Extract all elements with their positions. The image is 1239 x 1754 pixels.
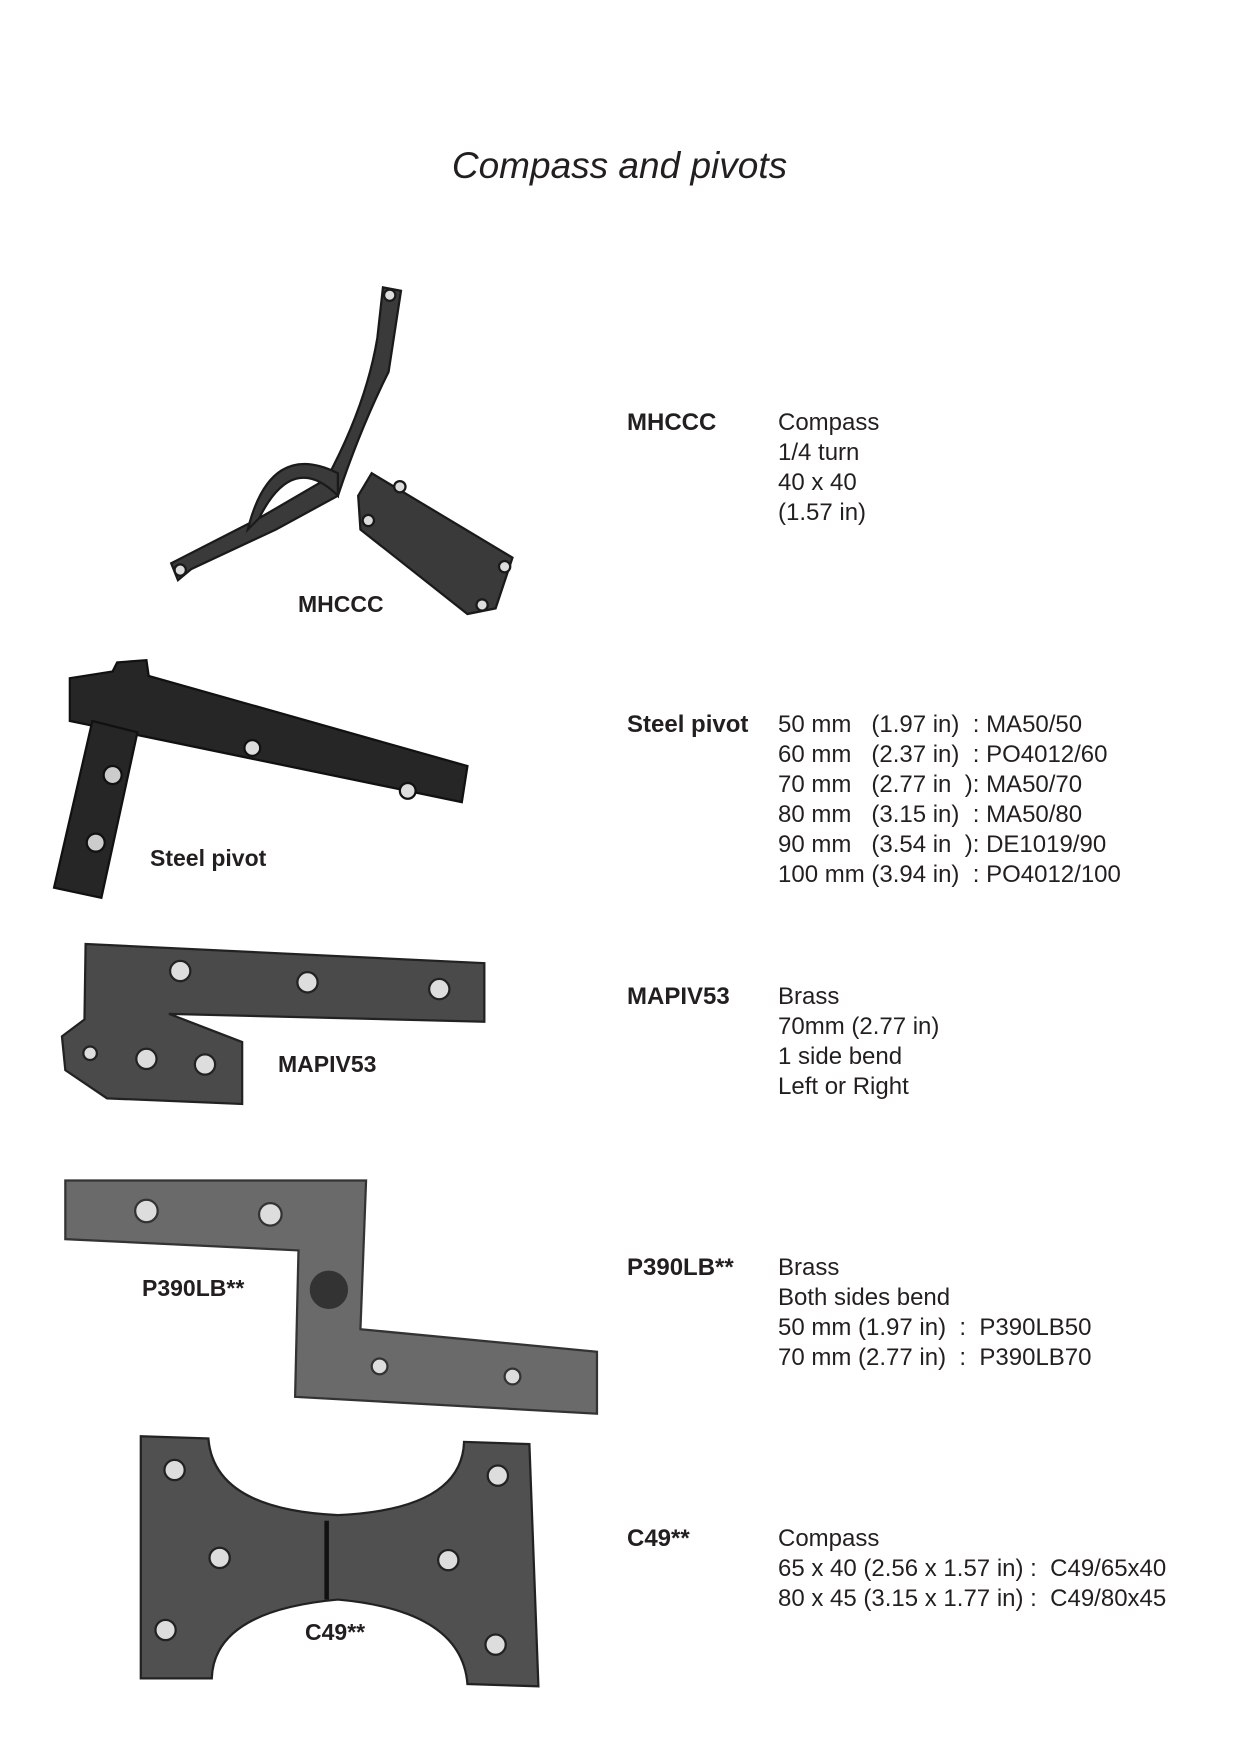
spec-line: 1/4 turn [778,439,860,466]
product-specs: Compass 1/4 turn 40 x 40 (1.57 in) [778,408,1228,528]
mapiv53-photo [60,942,486,1106]
spec-line: 40 x 40 [778,469,857,496]
spec-line: 70mm (2.77 in) [778,1013,940,1040]
spec-line: (1.57 in) [778,499,867,526]
caption-steel-pivot: Steel pivot [150,845,267,871]
spec-line: Compass [778,409,880,436]
spec-line: 70 mm (2.77 in) : P390LB70 [778,1344,1092,1371]
page-title: Compass and pivots [451,145,788,186]
product-specs: 50 mm (1.97 in) : MA50/50 60 mm (2.37 in)… [778,710,1228,890]
product-code: C49** [627,1525,690,1552]
caption-mhccc: MHCCC [298,591,384,617]
product-code: Steel pivot [627,711,749,738]
spec-line: 65 x 40 (2.56 x 1.57 in) : C49/65x40 [778,1555,1167,1582]
spec-line: Compass [778,1525,880,1552]
spec-line: Both sides bend [778,1284,951,1311]
spec-line: Brass [778,983,840,1010]
caption-c49: C49** [305,1619,366,1645]
spec-line: 50 mm (1.97 in) : P390LB50 [778,1314,1092,1341]
product-code: MHCCC [627,409,717,436]
spec-line: 1 side bend [778,1043,903,1070]
caption-p390lb: P390LB** [142,1275,245,1301]
spec-line: 90 mm (3.54 in ): DE1019/90 [778,831,1107,858]
c49-photo [139,1435,540,1688]
spec-line: Left or Right [778,1073,909,1100]
mhccc-photo [169,286,514,616]
spec-line: 70 mm (2.77 in ): MA50/70 [778,771,1083,798]
caption-mapiv53: MAPIV53 [278,1051,377,1077]
spec-line: Brass [778,1254,840,1281]
product-code: MAPIV53 [627,983,730,1010]
spec-line: 80 mm (3.15 in) : MA50/80 [778,801,1083,828]
product-specs: Compass 65 x 40 (2.56 x 1.57 in) : C49/65… [778,1524,1228,1614]
p390lb-photo [64,1179,599,1415]
spec-line: 100 mm (3.94 in) : PO4012/100 [778,861,1121,888]
spec-line: 80 x 45 (3.15 x 1.77 in) : C49/80x45 [778,1585,1167,1612]
spec-line: 50 mm (1.97 in) : MA50/50 [778,711,1083,738]
product-code: P390LB** [627,1254,734,1281]
steel-pivot-photo [52,658,469,900]
spec-line: 60 mm (2.37 in) : PO4012/60 [778,741,1108,768]
